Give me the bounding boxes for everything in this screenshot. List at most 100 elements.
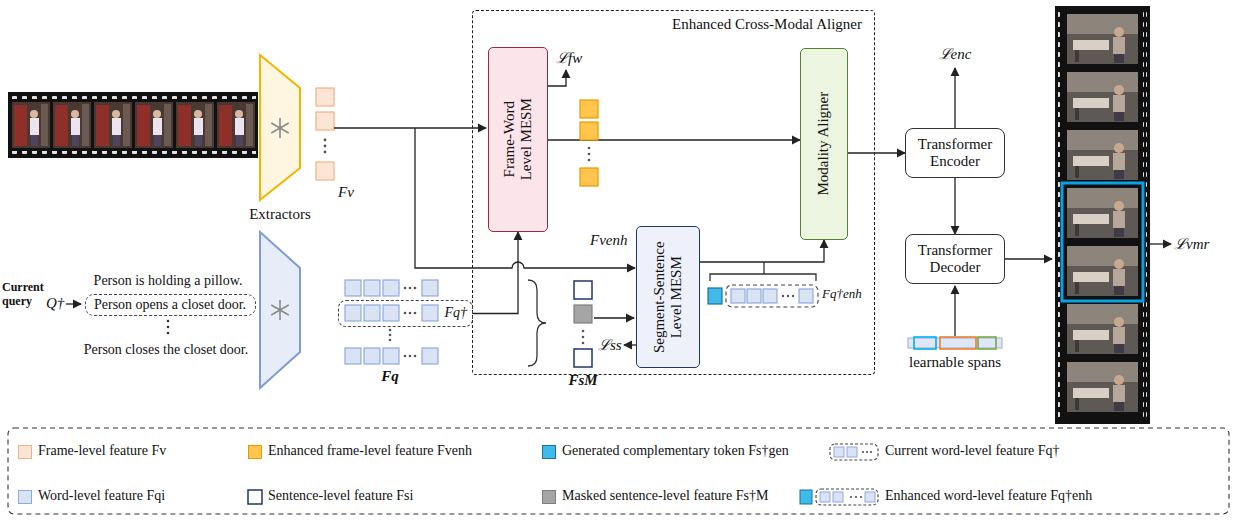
- video-frame: [1067, 304, 1138, 354]
- feature-wire: [334, 127, 486, 128]
- film-base: [1055, 6, 1150, 424]
- feature-square: [316, 88, 334, 106]
- legend-swatch: [18, 490, 32, 504]
- feature-symbol: FsM: [568, 372, 597, 389]
- moment-highlight: [1062, 183, 1143, 301]
- legend-text: Frame-level feature Fv: [38, 443, 166, 459]
- video-frame: [1067, 72, 1138, 122]
- legend-text: Sentence-level feature Fsi: [268, 488, 413, 504]
- connector-arrow: [700, 240, 824, 262]
- legend-text: Current word-level feature Fq†: [885, 443, 1060, 459]
- video-frame: [135, 102, 173, 148]
- connector-arrow: [848, 152, 905, 153]
- legend-swatch: [18, 445, 32, 459]
- transformer-block: Transformer Decoder: [905, 234, 1005, 284]
- legend-text: Generated complementary token Fs†gen: [562, 443, 789, 459]
- legend-text: Masked sentence-level feature Fs†M: [562, 488, 768, 504]
- module-label: Frame-Word Level MESM: [501, 92, 536, 187]
- masked-square: [574, 305, 592, 323]
- legend-sample: [850, 496, 862, 498]
- legend-sample: [820, 492, 830, 502]
- loss-arrow: [624, 344, 636, 345]
- module-label: Modality Aligner: [815, 59, 832, 229]
- ellipsis-dots: [582, 330, 585, 345]
- video-frame: [1067, 130, 1138, 180]
- loss-label: ℒss: [598, 337, 622, 354]
- legend-sample: [865, 492, 875, 502]
- query-caption: Current query: [2, 281, 46, 309]
- frame-features: [316, 88, 334, 180]
- word-features: [731, 289, 813, 303]
- loss-arrow: [954, 68, 955, 128]
- query-text: Person opens a closet door.: [94, 297, 246, 313]
- feature-symbol: Fq†: [444, 305, 467, 321]
- ellipsis-dots: [782, 295, 794, 297]
- legend-swatch: [248, 445, 262, 459]
- legend-frame: [8, 428, 1229, 514]
- video-frame: [1067, 188, 1138, 238]
- grouping-bracket: [710, 262, 816, 281]
- sentence-square: [574, 281, 592, 299]
- loss-label: ℒfw: [556, 50, 582, 67]
- film-holes: [10, 151, 256, 155]
- grouping-brace: [528, 280, 546, 366]
- frozen-symbol: [271, 118, 288, 138]
- connector-arrow: [473, 232, 518, 314]
- loss-label: ℒvmr: [1174, 236, 1209, 253]
- video-frame: [217, 102, 255, 148]
- legend-sample: [830, 444, 878, 460]
- output-film-strip: [1055, 6, 1150, 424]
- loss-arrow: [1150, 243, 1171, 244]
- film-holes: [10, 95, 256, 99]
- query-sentence: Person is holding a pillow.: [94, 273, 243, 289]
- query-arrow: [954, 286, 955, 336]
- enhanced-frame-features: [580, 100, 598, 186]
- feature-square: [316, 162, 334, 180]
- caption-label: learnable spans: [909, 354, 1001, 371]
- ellipsis-dots: [324, 139, 327, 154]
- loss-label: ℒenc: [939, 46, 972, 63]
- feature-symbol: Fv: [338, 184, 354, 201]
- legend-sample: [800, 490, 812, 504]
- dashed-group: [726, 285, 818, 307]
- mesm-module: Frame-Word Level MESM: [488, 47, 548, 232]
- connector-arrow: [954, 178, 955, 234]
- legend-sample: [862, 451, 872, 453]
- legend-sample: [834, 447, 844, 457]
- block-label: Transformer Decoder: [912, 242, 998, 277]
- query-sentence: Person closes the closet door.: [84, 342, 248, 358]
- caption-label: Extractors: [249, 206, 311, 223]
- frozen-symbol: [271, 300, 288, 320]
- legend-text: Enhanced word-level feature Fq†enh: [885, 488, 1092, 504]
- legend-swatch: [542, 445, 556, 459]
- ellipsis-dots: [588, 147, 591, 162]
- ellipsis-dots: [389, 287, 417, 358]
- legend-sample: [833, 492, 843, 502]
- mesm-module: Segment-Sentence Level MESM: [636, 226, 700, 368]
- ellipsis-dots: [167, 320, 170, 335]
- video-frame: [176, 102, 214, 148]
- span-segment: [940, 337, 976, 349]
- word-features: [345, 280, 438, 364]
- feature-symbol: Fq: [381, 368, 399, 385]
- video-frame: [94, 102, 132, 148]
- aligner-region: Enhanced Cross-Modal AlignerFrame-Word L…: [472, 10, 875, 375]
- feature-square: [316, 112, 334, 130]
- query-symbol: Q†: [46, 295, 64, 312]
- feature-symbol: Fq†enh: [822, 287, 862, 302]
- video-frame: [53, 102, 91, 148]
- legend-sample: [816, 489, 878, 505]
- query-box: Person opens a closet door.: [85, 294, 256, 316]
- module-label: Segment-Sentence Level MESM: [651, 234, 686, 360]
- legend-sample: [248, 490, 262, 504]
- complementary-token: [708, 288, 722, 304]
- video-film-strip: [8, 92, 258, 158]
- feature-symbol: Fvenh: [590, 232, 627, 249]
- legend-text: Enhanced frame-level feature Fvenh: [268, 443, 472, 459]
- span-segment: [914, 337, 936, 349]
- block-label: Transformer Encoder: [912, 136, 998, 171]
- aligner-module: Modality Aligner: [800, 48, 848, 240]
